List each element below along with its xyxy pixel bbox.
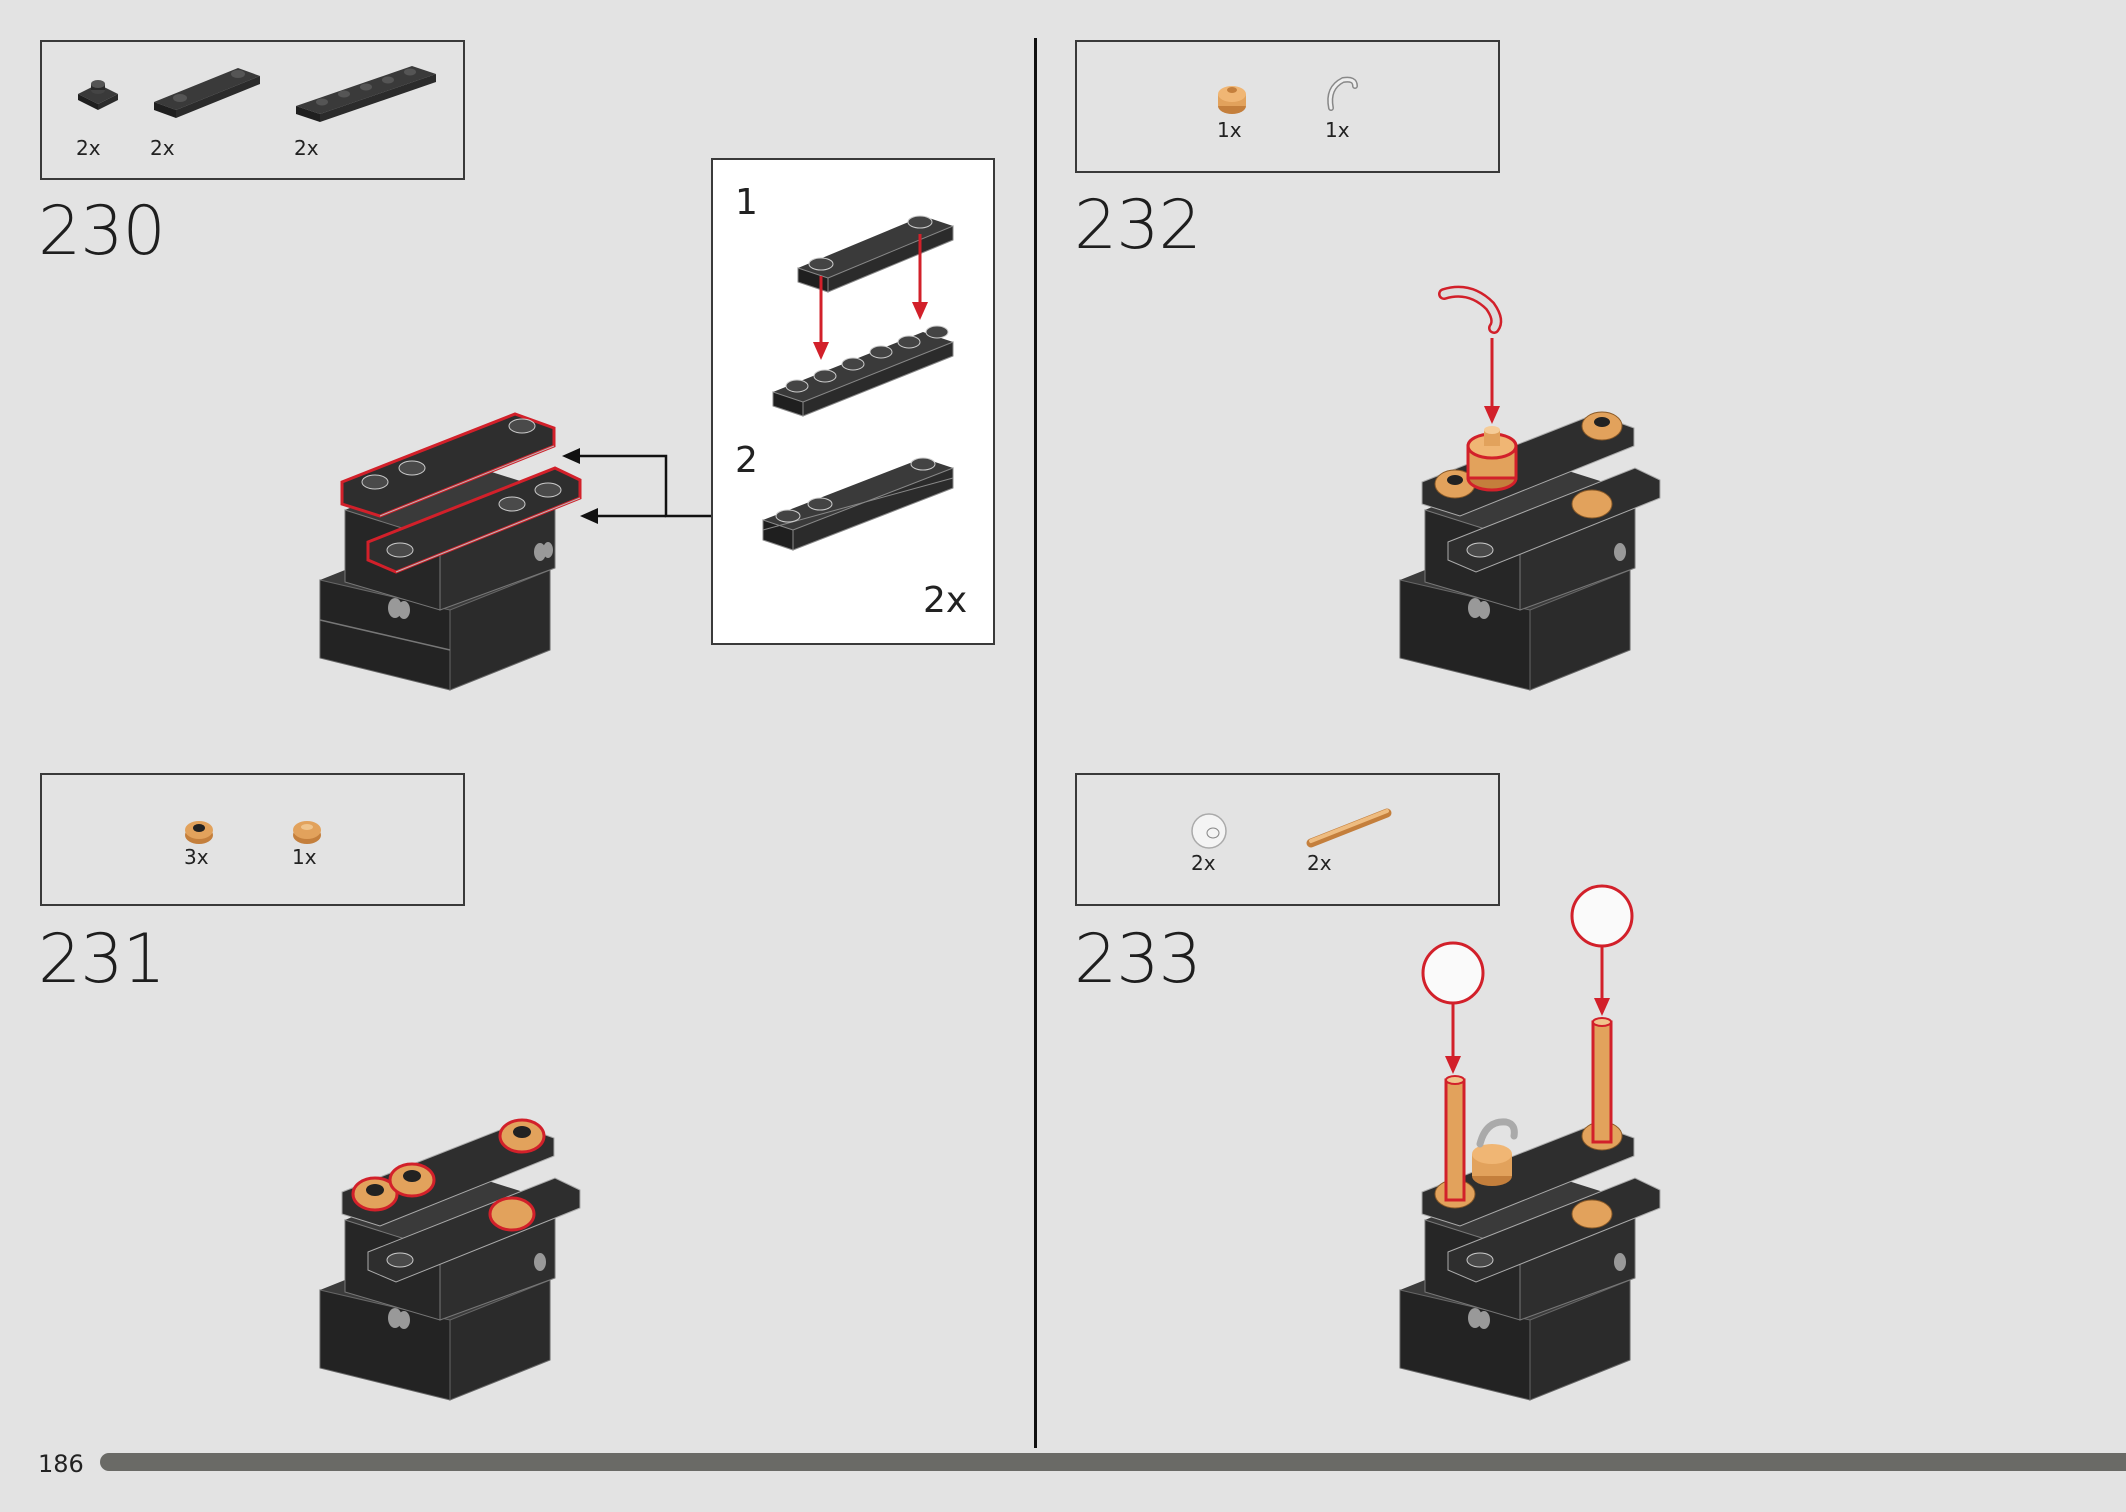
model-step-233: [1399, 884, 1661, 1401]
sub-step-number: 1: [735, 182, 758, 223]
tan-round-plate-icon: [293, 821, 321, 844]
tan-round-brick-icon: [1218, 86, 1246, 114]
callout-multiplier: 2x: [923, 580, 968, 621]
plate-1x6-icon: [296, 66, 436, 122]
parts-list-step-231: 3x 1x: [40, 773, 465, 906]
parts-list-step-230: 2x 2x 2x: [40, 40, 465, 180]
part-qty: 1x: [1217, 118, 1242, 142]
part-qty: 2x: [294, 136, 319, 160]
plate-1x1-icon: [78, 80, 118, 110]
model-step-230: [319, 412, 582, 691]
progress-bar: [100, 1453, 2126, 1471]
plate-1x4-icon: [772, 215, 954, 417]
part-qty: 2x: [1191, 851, 1216, 875]
step-number: 230: [38, 192, 166, 271]
sub-step-number: 2: [735, 440, 758, 481]
part-qty: 1x: [1325, 118, 1350, 142]
tan-bar-icon: [1306, 808, 1392, 848]
plate-1x4-assembled-icon: [762, 457, 954, 551]
part-qty: 3x: [184, 845, 209, 869]
model-step-232: [1399, 285, 1661, 691]
parts-list-step-232: 1x 1x: [1075, 40, 1500, 173]
page-divider: [1034, 38, 1037, 1448]
page-number: 186: [38, 1450, 84, 1478]
plate-1x4-icon: [154, 68, 260, 118]
part-qty: 2x: [150, 136, 175, 160]
faucet-part-icon: [1327, 76, 1358, 111]
step-number: 233: [1074, 920, 1202, 999]
parts-list-step-233: 2x 2x: [1075, 773, 1500, 906]
part-qty: 2x: [76, 136, 101, 160]
part-qty: 2x: [1307, 851, 1332, 875]
model-step-231: [319, 1118, 581, 1401]
step-number: 232: [1074, 186, 1202, 265]
callout-arrows: [562, 448, 713, 524]
white-dish-icon: [1191, 813, 1227, 849]
tan-tile-round-icon: [185, 821, 213, 844]
sub-assembly-callout: 1 2 2x: [711, 158, 995, 645]
part-qty: 1x: [292, 845, 317, 869]
step-number: 231: [38, 920, 166, 999]
